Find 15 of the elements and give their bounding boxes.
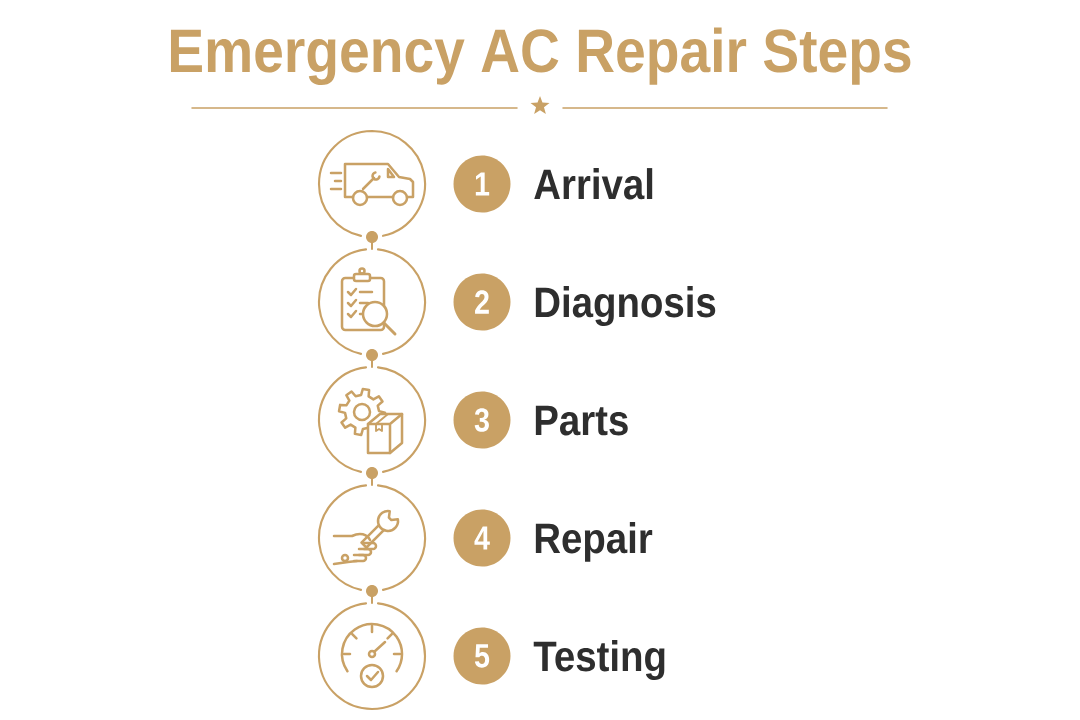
step-label: Parts <box>535 405 628 436</box>
connector-line <box>371 360 373 368</box>
step-number-badge: 3 <box>453 391 511 449</box>
step-label: Repair <box>535 522 653 562</box>
title: Emergency AC Repair Steps <box>170 27 911 85</box>
step-number-badge: 5 <box>453 627 511 685</box>
step-label: Diagnosis <box>535 286 716 327</box>
step-number-badge: 1 <box>453 155 511 213</box>
connector-line <box>371 596 373 604</box>
step-label: Arrival <box>534 168 653 200</box>
connector-line <box>371 242 373 250</box>
step-label: Testing <box>533 640 665 681</box>
step-number-badge: 4 <box>453 509 511 567</box>
connector-line <box>371 478 373 486</box>
step-number-badge: 2 <box>453 273 511 331</box>
